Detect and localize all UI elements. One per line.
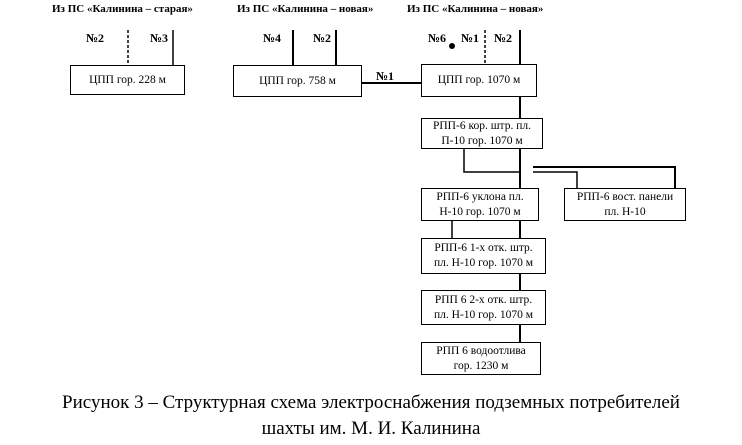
box-text: РПП 6 2-х отк. штр.	[434, 293, 533, 306]
feeder-label: №1	[461, 31, 480, 45]
box-text: ЦПП гор. 1070 м	[437, 74, 521, 86]
source-label-old: Из ПС «Калинина – старая»	[52, 3, 193, 15]
box-text: ЦПП гор. 758 м	[259, 74, 336, 87]
box-rpp-2: РПП 6 2-х отк. штр. пл. Н-10 гор. 1070 м	[421, 290, 546, 325]
feeder-label: №4	[263, 31, 282, 45]
line-branch-1	[463, 149, 520, 173]
dot	[449, 43, 455, 49]
box-rpp-1: РПП-6 1-х отк. штр. пл. Н-10 гор. 1070 м	[421, 238, 546, 274]
box-text: РПП 6 водоотлива	[436, 344, 526, 357]
box-text: Н-10 гор. 1070 м	[439, 205, 521, 218]
box-rpp-uklon: РПП-6 уклона пл. Н-10 гор. 1070 м	[421, 188, 539, 221]
line-branch-2	[533, 166, 676, 188]
box-text: гор. 1230 м	[453, 359, 509, 372]
line-branch-3	[533, 171, 578, 188]
box-text: РПП-6 1-х отк. штр.	[434, 242, 533, 254]
box-cpp-758: ЦПП гор. 758 м	[233, 65, 362, 97]
source-label-new-1: Из ПС «Калинина – новая»	[237, 3, 374, 15]
box-text: РПП-6 кор. штр. пл.	[432, 119, 531, 132]
box-cpp-1070: ЦПП гор. 1070 м	[421, 64, 537, 97]
feeder-label-link: №1	[376, 69, 395, 83]
feeder-label: №6	[428, 31, 447, 45]
feeder-label: №3	[150, 31, 169, 45]
box-text: РПП-6 вост. панели	[576, 190, 674, 203]
box-rpp-vost: РПП-6 вост. панели пл. Н-10	[564, 188, 686, 221]
feeder-label: №2	[86, 31, 105, 45]
source-label-new-2: Из ПС «Калинина – новая»	[407, 3, 544, 15]
box-text: пл. Н-10	[604, 205, 646, 218]
box-text: П-10 гор. 1070 м	[441, 134, 523, 147]
feeder-label: №2	[494, 31, 513, 45]
box-text: РПП-6 уклона пл.	[436, 190, 524, 203]
box-rpp-vodo: РПП 6 водоотлива гор. 1230 м	[421, 342, 541, 375]
box-rpp-kor: РПП-6 кор. штр. пл. П-10 гор. 1070 м	[421, 118, 543, 149]
figure-caption-line-2: шахты им. М. И. Калинина	[261, 418, 481, 439]
box-cpp-228: ЦПП гор. 228 м	[70, 65, 185, 95]
figure-caption-line-1: Рисунок 3 – Структурная схема электросна…	[62, 392, 680, 413]
feeder-label: №2	[313, 31, 332, 45]
box-text: пл. Н-10 гор. 1070 м	[434, 257, 533, 269]
box-text: ЦПП гор. 228 м	[89, 73, 166, 86]
box-text: пл. Н-10 гор. 1070 м	[434, 308, 533, 321]
